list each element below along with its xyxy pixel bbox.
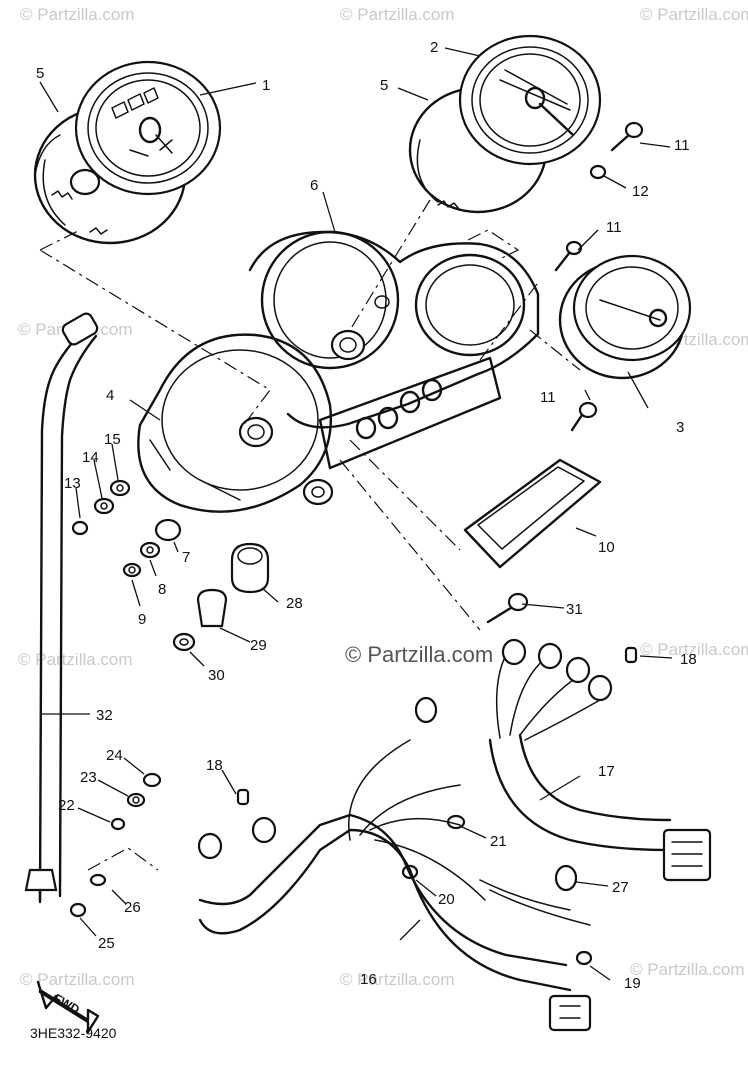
wire-harness-upper — [488, 638, 712, 882]
callout-25: 25 — [98, 935, 115, 952]
watermark: © Partzilla.com — [630, 960, 745, 979]
watermark: © Partzilla.com — [640, 640, 748, 659]
meter-case — [137, 333, 502, 513]
callout-27: 27 — [612, 879, 629, 896]
watermark: © Partzilla.com — [20, 970, 135, 989]
leader-lines — [39, 47, 673, 981]
callout-28: 28 — [286, 595, 303, 612]
meter-assembly-right — [408, 34, 602, 214]
center-watermark: © Partzilla.com — [345, 642, 493, 667]
callout-labels: 1 2 3 4 5 5 6 7 8 9 10 11 11 11 12 13 14… — [36, 39, 697, 992]
meter-cable — [24, 312, 99, 904]
meter-assembly-left — [33, 60, 222, 245]
callout-5-right: 5 — [380, 77, 388, 94]
callout-26: 26 — [124, 899, 141, 916]
callout-3: 3 — [676, 419, 684, 436]
fasteners — [69, 121, 644, 966]
watermark: © Partzilla.com — [340, 5, 455, 24]
callout-2: 2 — [430, 39, 438, 56]
callout-15: 15 — [104, 431, 121, 448]
watermark: © Partzilla.com — [20, 5, 135, 24]
callout-12: 12 — [632, 183, 649, 200]
wire-harness-main — [197, 696, 592, 1032]
callout-11-mid: 11 — [606, 219, 622, 236]
callout-1: 1 — [262, 77, 270, 94]
callout-21: 21 — [490, 833, 507, 850]
callout-13: 13 — [64, 475, 81, 492]
callout-14: 14 — [82, 449, 99, 466]
callout-18-left: 18 — [206, 757, 223, 774]
callout-11-top: 11 — [674, 137, 690, 154]
callout-24: 24 — [106, 747, 123, 764]
watermark: © Partzilla.com — [640, 5, 748, 24]
callout-29: 29 — [250, 637, 267, 654]
callout-18-right: 18 — [680, 651, 697, 668]
callout-32: 32 — [96, 707, 113, 724]
callout-23: 23 — [80, 769, 97, 786]
callout-5-left: 5 — [36, 65, 44, 82]
meter-housing — [248, 230, 540, 429]
assembly-lines — [39, 199, 581, 871]
watermark: © Partzilla.com — [18, 650, 133, 669]
callout-17: 17 — [598, 763, 615, 780]
callout-22: 22 — [58, 797, 75, 814]
callout-10: 10 — [598, 539, 615, 556]
diagram-code: 3HE332-9420 — [30, 1025, 117, 1041]
callout-20: 20 — [438, 891, 455, 908]
callout-4: 4 — [106, 387, 114, 404]
callout-8: 8 — [158, 581, 166, 598]
callout-31: 31 — [566, 601, 583, 618]
watermark: © Partzilla.com — [340, 970, 455, 989]
indicator-lens — [463, 458, 602, 569]
callout-16: 16 — [360, 971, 377, 988]
callout-19: 19 — [624, 975, 641, 992]
callout-11-low: 11 — [540, 389, 556, 406]
callout-6: 6 — [310, 177, 318, 194]
callout-7: 7 — [182, 549, 190, 566]
callout-30: 30 — [208, 667, 225, 684]
callout-9: 9 — [138, 611, 146, 628]
indicator-meter — [558, 254, 692, 380]
